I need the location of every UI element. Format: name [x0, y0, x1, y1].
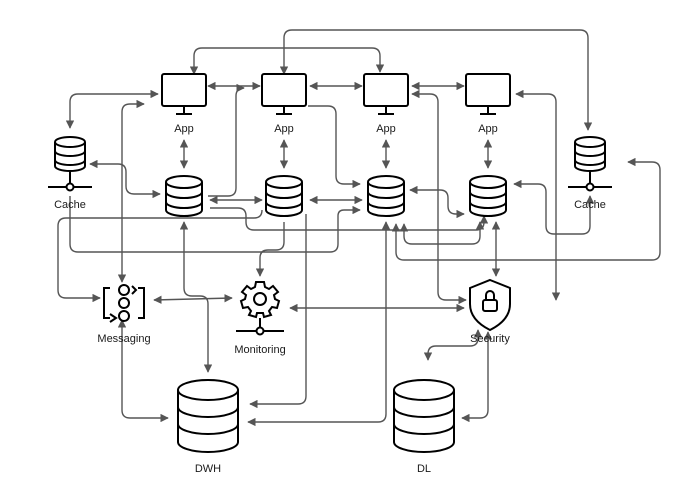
cache-label: Cache [574, 199, 606, 211]
cache-node-1[interactable]: Cache [48, 136, 92, 211]
shield-lock-icon [469, 278, 511, 332]
database-icon [393, 379, 455, 453]
edge-cache1-db4 [69, 196, 361, 253]
edge-messaging-dwh [117, 319, 169, 423]
edge-db4-db3-lower [399, 221, 485, 245]
edge-messaging-monitoring [153, 293, 233, 305]
app-label: App [174, 123, 194, 135]
database-node-3[interactable] [367, 175, 405, 217]
edge-right-loop [391, 157, 661, 261]
dwh-node[interactable]: DWH [177, 379, 239, 475]
edge-db3-dwh [247, 221, 391, 427]
edge-app4-right [515, 89, 561, 301]
monitor-icon [261, 73, 307, 115]
edge-app1-app3-top [189, 47, 385, 75]
dwh-label: DWH [195, 463, 221, 475]
cache-database-icon [48, 136, 92, 192]
security-label: Security [470, 333, 510, 345]
gear-icon [236, 281, 284, 336]
messaging-label: Messaging [97, 333, 150, 345]
dl-label: DL [417, 463, 431, 475]
app-node-4[interactable]: App [465, 73, 511, 135]
edge-app1-cache1 [65, 89, 159, 129]
monitor-icon [363, 73, 409, 115]
database-icon [177, 379, 239, 453]
app-node-3[interactable]: App [363, 73, 409, 135]
edge-messaging-db2 [57, 209, 263, 303]
cache-database-icon [568, 136, 612, 192]
cache-label: Cache [54, 199, 86, 211]
monitoring-label: Monitoring [234, 344, 285, 356]
app-label: App [478, 123, 498, 135]
edge-security-dl [461, 331, 493, 423]
edge-app3-security [411, 89, 467, 305]
monitoring-node[interactable]: Monitoring [234, 281, 286, 356]
database-node-2[interactable] [265, 175, 303, 217]
database-icon [367, 175, 405, 217]
app-node-1[interactable]: App [161, 73, 207, 135]
dl-node[interactable]: DL [393, 379, 455, 475]
edge-cache1-db1 [89, 159, 161, 199]
edge-app1-messaging [117, 99, 145, 283]
edge-app2-db3 [308, 105, 361, 189]
edge-db1-db4-lower [210, 207, 489, 231]
edge-app2-cache2-top [279, 29, 593, 131]
app-label: App [376, 123, 396, 135]
database-node-1[interactable] [165, 175, 203, 217]
cache-node-2[interactable]: Cache [568, 136, 612, 211]
app-node-2[interactable]: App [261, 73, 307, 135]
connectors [57, 29, 661, 427]
database-icon [165, 175, 203, 217]
messaging-node[interactable]: Messaging [97, 284, 151, 345]
database-icon [469, 175, 507, 217]
edge-db3-db4 [409, 185, 465, 219]
monitor-icon [465, 73, 511, 115]
messaging-queue-icon [103, 284, 145, 323]
security-node[interactable]: Security [469, 278, 511, 345]
database-icon [265, 175, 303, 217]
edge-db1-dwh [179, 221, 213, 373]
edge-db2-app1 [208, 83, 245, 197]
database-node-4[interactable] [469, 175, 507, 217]
monitor-icon [161, 73, 207, 115]
app-label: App [274, 123, 294, 135]
